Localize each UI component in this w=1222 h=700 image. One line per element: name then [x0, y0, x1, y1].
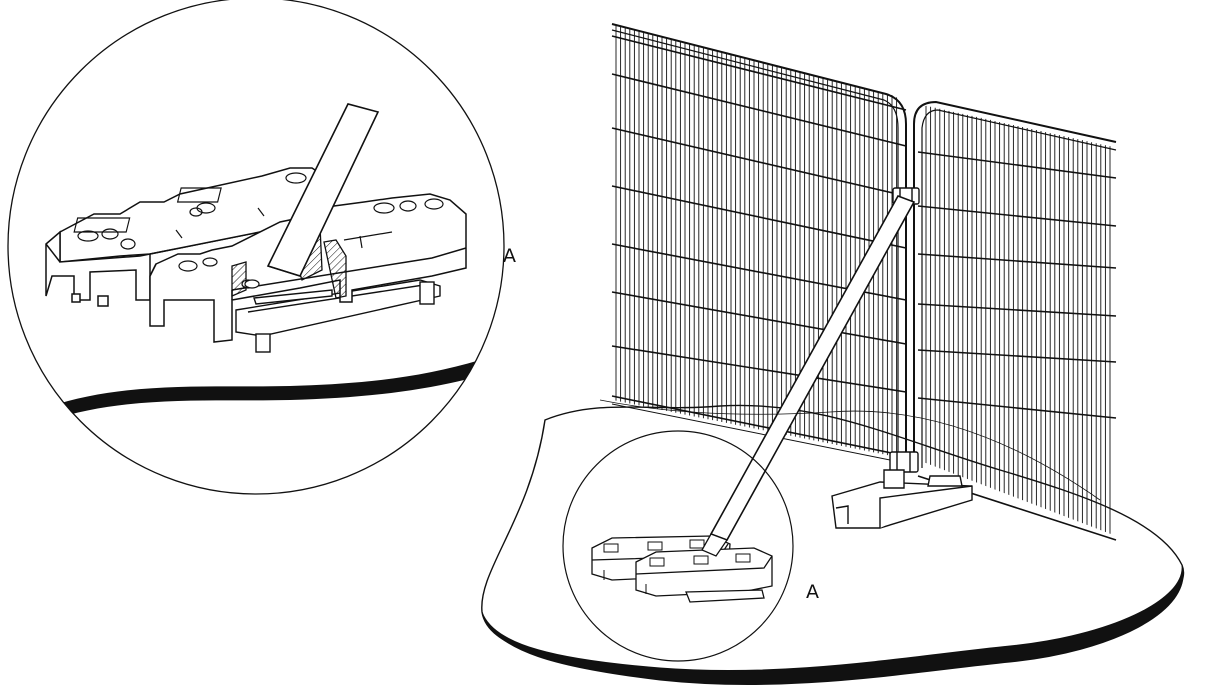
- detail-marker-label: A: [503, 245, 516, 267]
- fence-base-block: [831, 469, 973, 529]
- coupler-clamp-lower: [889, 451, 919, 473]
- detail-circle-large: [7, 0, 505, 495]
- detail-circle-small: [562, 430, 794, 662]
- fence-panel-right: [913, 100, 1117, 541]
- ground-slab: [481, 404, 1185, 686]
- scene-marker-label: A: [806, 581, 819, 603]
- fence-panel-left: [611, 23, 907, 470]
